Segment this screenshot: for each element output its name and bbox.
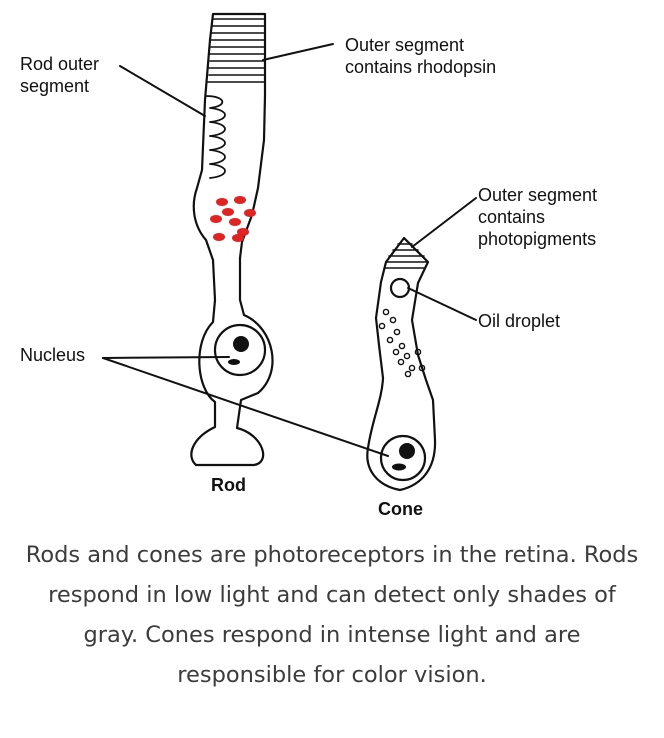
cone-discs — [384, 243, 428, 269]
cell-drawing — [102, 12, 477, 492]
rod-pigment-dots — [210, 196, 256, 242]
rod-nucleus — [213, 323, 267, 377]
label-rod-outer-segment: Rod outer segment — [20, 54, 100, 96]
leader-lines — [102, 43, 477, 457]
rod-cone-figure: Rod outer segment Outer segment contains… — [20, 12, 598, 519]
cone-granules — [378, 308, 426, 378]
rod-cell-outline — [190, 12, 274, 467]
label-rod: Rod — [211, 475, 246, 495]
label-cone: Cone — [378, 499, 423, 519]
rod-nucleolus — [233, 336, 249, 352]
label-outer-segment-rhodopsin: Outer segment contains rhodopsin — [345, 35, 497, 77]
label-outer-segment-photopigments: Outer segment contains photopigments — [478, 185, 598, 249]
oil-droplet — [389, 277, 411, 299]
rod-discs — [207, 18, 266, 83]
cone-nucleus — [379, 434, 427, 482]
label-nucleus: Nucleus — [20, 345, 86, 365]
label-oil-droplet: Oil droplet — [478, 311, 561, 331]
rod-nucleus-body — [228, 359, 240, 365]
cone-cell-outline — [366, 236, 437, 492]
cone-nucleus-body — [392, 463, 406, 471]
rod-infoldings — [205, 95, 226, 179]
figure-caption: Rods and cones are photoreceptors in the… — [25, 542, 639, 688]
cone-nucleolus — [399, 443, 415, 459]
